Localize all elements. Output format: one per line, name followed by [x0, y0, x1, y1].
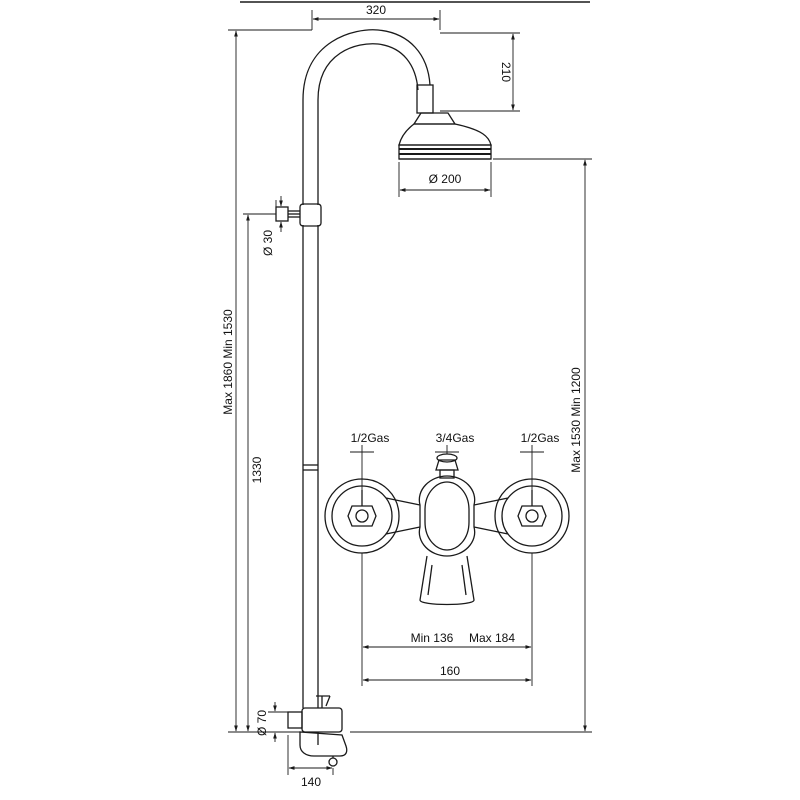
centers-nominal-label: 160: [440, 664, 460, 678]
wall-bracket: [275, 206, 300, 222]
mixer-diameter-label: Ø 70: [255, 710, 269, 736]
bracket-diameter-label: Ø 30: [261, 230, 275, 256]
dimension-lines: [228, 10, 592, 775]
head-diameter-label: Ø 200: [429, 172, 462, 186]
left-total-label: Max 1860 Min 1530: [221, 309, 235, 415]
inlet-left-label: 1/2Gas: [351, 431, 390, 445]
dimension-labels: 320 210 Ø 200 Ø 30 Max 1860 Min 1530 133…: [221, 3, 583, 789]
spout-projection-label: 140: [301, 775, 321, 789]
inlet-right-label: 1/2Gas: [521, 431, 560, 445]
centers-max-label: Max 184: [469, 631, 515, 645]
inlet-center-label: 3/4Gas: [436, 431, 475, 445]
pipe-height-label: 1330: [250, 456, 264, 483]
head-drop-label: 210: [499, 62, 513, 82]
top-width-label: 320: [366, 3, 386, 17]
centers-min-label: Min 136: [411, 631, 454, 645]
right-total-label: Max 1530 Min 1200: [569, 367, 583, 473]
shower-column: [299, 29, 434, 708]
shower-head: [398, 112, 492, 160]
small-mixer: [287, 695, 348, 767]
